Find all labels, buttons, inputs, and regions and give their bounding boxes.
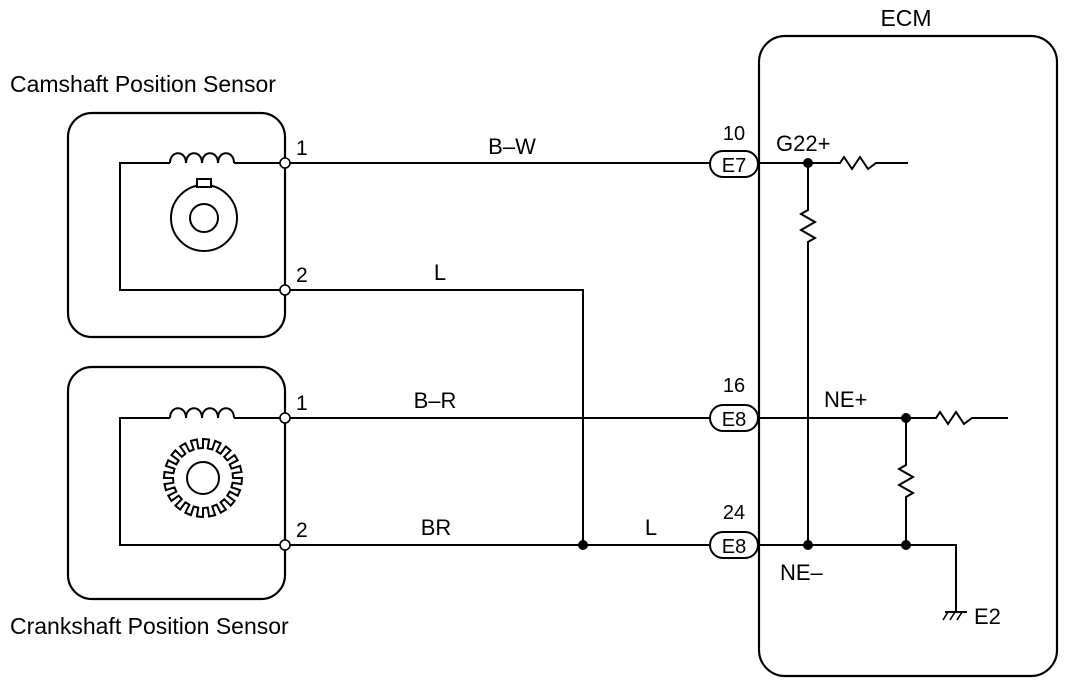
connector-e8-24-name: E8 xyxy=(722,536,746,558)
wire-label-bw: B–W xyxy=(488,134,536,159)
splice-point xyxy=(578,540,588,550)
connector-e8-16-pin: 16 xyxy=(723,375,745,397)
camshaft-sensor: Camshaft Position Sensor 1 2 xyxy=(10,71,308,339)
crankshaft-sensor-housing xyxy=(66,365,287,601)
crankshaft-gear-icon xyxy=(162,437,244,519)
camshaft-sensor-coil-icon xyxy=(169,152,235,164)
wire-label-l-bottom: L xyxy=(645,515,657,540)
ecm-pin-ne-plus-label: NE+ xyxy=(824,387,867,412)
ecm-pin-g22-label: G22+ xyxy=(776,131,830,156)
ecm-pin-ne-minus-label: NE– xyxy=(780,560,824,585)
wire-label-br-dash: B–R xyxy=(414,388,457,413)
crankshaft-pin1-label: 1 xyxy=(296,392,308,415)
connector-e8-16-name: E8 xyxy=(722,409,746,431)
connector-e8-24: E8 24 xyxy=(709,502,759,559)
wire-label-l-top: L xyxy=(434,260,446,285)
sensor-terminals xyxy=(279,157,291,551)
crankshaft-sensor-coil-icon xyxy=(169,407,235,419)
camshaft-pin2-label: 2 xyxy=(296,264,308,287)
camshaft-sensor-title: Camshaft Position Sensor xyxy=(10,71,276,97)
connector-e8-16: E8 16 xyxy=(709,375,759,432)
connector-e7-pin: 10 xyxy=(723,123,745,145)
ground-icon xyxy=(942,611,967,621)
camshaft-sensor-housing xyxy=(66,111,287,339)
ecm-pin-e2-label: E2 xyxy=(974,604,1001,629)
connector-e7-name: E7 xyxy=(722,155,746,177)
crankshaft-pin2-label: 2 xyxy=(296,519,308,542)
camshaft-pin1-label: 1 xyxy=(296,137,308,160)
ecm-internal-circuit xyxy=(758,155,1008,621)
ecm-title: ECM xyxy=(880,5,931,31)
connector-e7: E7 10 xyxy=(709,123,759,178)
harness-wires xyxy=(285,162,710,550)
connector-e8-24-pin: 24 xyxy=(723,502,745,524)
wire-label-br: BR xyxy=(421,515,452,540)
ecm-box: ECM xyxy=(757,5,1059,678)
crankshaft-sensor-title: Crankshaft Position Sensor xyxy=(10,613,289,639)
crankshaft-sensor: Crankshaft Position Sensor 1 2 xyxy=(10,365,308,639)
camshaft-rotor-icon xyxy=(170,178,238,252)
